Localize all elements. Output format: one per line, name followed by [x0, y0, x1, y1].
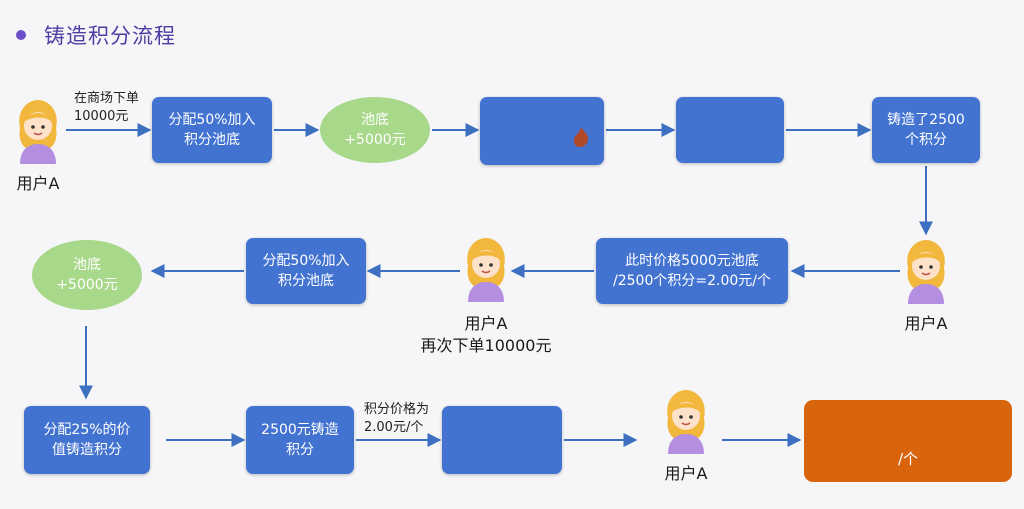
- user-reorder-label: 再次下单10000元: [420, 336, 552, 355]
- pool-plus-5000: 池底 +5000元: [320, 97, 430, 163]
- box-final-orange: /个: [804, 400, 1012, 482]
- box-allocate-50-pool: 分配50%加入 积分池底: [246, 238, 366, 304]
- box-minted-2500: 铸造了2500 个积分: [872, 97, 980, 163]
- title-bullet-icon: [16, 30, 26, 40]
- edge-label-price: 积分价格为 2.00元/个: [364, 402, 430, 435]
- edge-label-order: 在商场下单 10000元: [74, 91, 140, 124]
- box-blank-3: [442, 406, 562, 474]
- user-label: 用户A: [904, 314, 948, 333]
- user-label: 用户A: [664, 464, 708, 483]
- user-avatar-icon: [467, 238, 505, 302]
- flame-icon: [573, 127, 589, 147]
- user-label: 用户A: [464, 314, 508, 333]
- page-title: 铸造积分流程: [44, 24, 176, 48]
- user-avatar-icon: [667, 390, 705, 454]
- box-allocate-25-mint: 分配25%的价 值铸造积分: [24, 406, 150, 474]
- box-allocate-50-pool: 分配50%加入 积分池底: [152, 97, 272, 163]
- box-2500-mint: 2500元铸造 积分: [246, 406, 354, 474]
- user-label: 用户A: [16, 174, 60, 193]
- box-blank-2: [676, 97, 784, 163]
- box-price-calc: 此时价格5000元池底 /2500个积分=2.00元/个: [596, 238, 788, 304]
- user-avatar-icon: [19, 100, 57, 164]
- pool-plus-5000: 池底 +5000元: [32, 240, 142, 310]
- user-avatar-icon: [907, 240, 945, 304]
- final-unit-text: /个: [897, 449, 919, 468]
